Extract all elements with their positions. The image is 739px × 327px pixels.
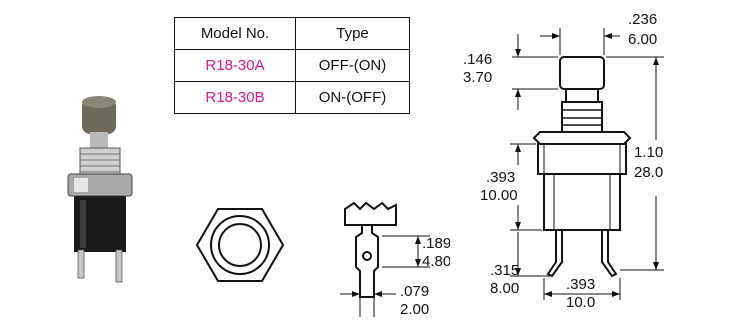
cap-height-dim-in: .146 — [463, 51, 492, 68]
terminal-length-dim-mm: 8.00 — [490, 280, 519, 297]
total-height-dim-in: 1.10 — [634, 144, 663, 161]
terminal-hole-dim-mm: 4.80 — [422, 253, 450, 270]
terminal-body-break — [344, 201, 397, 226]
switch-side-view: .146 3.70 .236 6.00 1.10 28.0 .393 10.00… — [463, 11, 664, 311]
cap-height-dim-mm: 3.70 — [463, 69, 492, 86]
hex-nut-outline — [195, 208, 285, 282]
cap-width-dim-mm: 6.00 — [628, 31, 657, 48]
side-cap — [559, 56, 605, 90]
total-height-dim-mm: 28.0 — [634, 164, 663, 181]
cap-width-dim-in: .236 — [628, 11, 657, 28]
side-bushing — [561, 101, 603, 133]
body-height-dim-mm: 10.00 — [480, 187, 518, 204]
terminal-blade — [355, 225, 379, 298]
type-cell: ON-(OFF) — [295, 81, 410, 114]
model-cell: R18-30A — [174, 49, 296, 82]
hex-nut-top-view — [195, 208, 285, 282]
table-row: R18-30A OFF-(ON) — [174, 49, 410, 82]
side-terminal-left — [546, 230, 563, 278]
photo-terminal-right — [115, 249, 123, 283]
photo-shaft — [90, 132, 108, 150]
terminal-detail-view: .189 4.80 .079 2.00 — [340, 201, 450, 318]
hex-nut-cap — [218, 223, 262, 267]
terminal-width-dim-mm: 2.00 — [400, 301, 429, 318]
model-cell: R18-30B — [174, 81, 296, 114]
hex-nut-ring — [210, 215, 270, 275]
photo-terminal-left — [77, 249, 85, 279]
photo-cap-top — [82, 96, 116, 108]
terminal-width-dim-in: .079 — [400, 283, 429, 300]
header-model-no: Model No. — [174, 17, 296, 50]
side-nut — [532, 131, 632, 145]
side-body — [543, 173, 621, 231]
table-header-row: Model No. Type — [174, 17, 410, 50]
header-type: Type — [295, 17, 410, 50]
terminal-hole-dim-in: .189 — [422, 235, 450, 252]
type-cell: OFF-(ON) — [295, 49, 410, 82]
model-type-table: Model No. Type R18-30A OFF-(ON) R18-30B … — [174, 17, 410, 114]
switch-photo — [67, 96, 133, 283]
terminal-length-dim-in: .315 — [490, 262, 519, 279]
side-terminal-right — [601, 230, 618, 278]
photo-bushing — [79, 147, 121, 177]
side-flange — [537, 143, 627, 175]
body-width-dim-mm: 10.0 — [566, 294, 595, 311]
body-width-dim-in: .393 — [566, 276, 595, 293]
body-height-dim-in: .393 — [486, 169, 515, 186]
table-row: R18-30B ON-(OFF) — [174, 81, 410, 114]
terminal-hole — [362, 251, 372, 261]
